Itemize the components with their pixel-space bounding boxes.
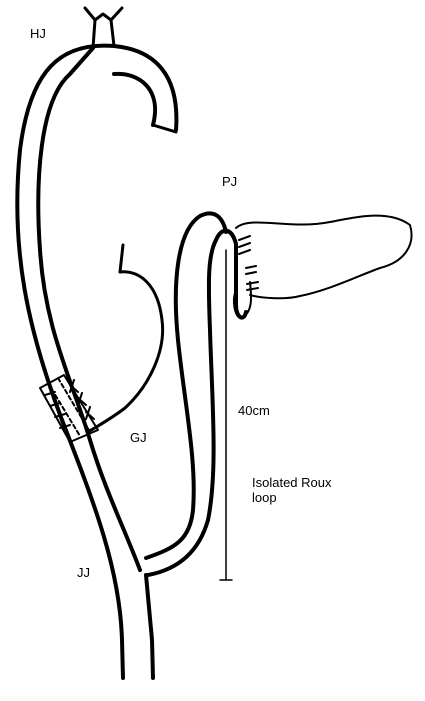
common-channel-wall xyxy=(144,573,155,680)
jj-label: JJ xyxy=(77,565,90,580)
roux-limb-outer xyxy=(144,211,228,560)
hj-limb-inner-wall xyxy=(36,46,142,572)
pancreas-outline xyxy=(235,214,413,300)
hj-limb-outer-wall xyxy=(15,43,179,680)
bile-duct-bifurcation xyxy=(83,6,124,50)
length-label: 40cm xyxy=(238,403,270,418)
pj-sutures xyxy=(238,235,259,291)
pj-inner-fold xyxy=(214,228,248,320)
roux-limb-inner xyxy=(146,238,218,577)
hj-label: HJ xyxy=(30,26,46,41)
stomach-outline xyxy=(86,243,165,434)
hj-limb-arch-inner xyxy=(112,71,157,127)
roux-loop-label: Isolated Roux loop xyxy=(252,475,332,505)
gj-anastomosis xyxy=(39,374,99,443)
hj-limb-cut-end xyxy=(151,123,178,134)
gj-label: GJ xyxy=(130,430,147,445)
roux-length-marker xyxy=(219,249,233,581)
pj-label: PJ xyxy=(222,174,238,189)
